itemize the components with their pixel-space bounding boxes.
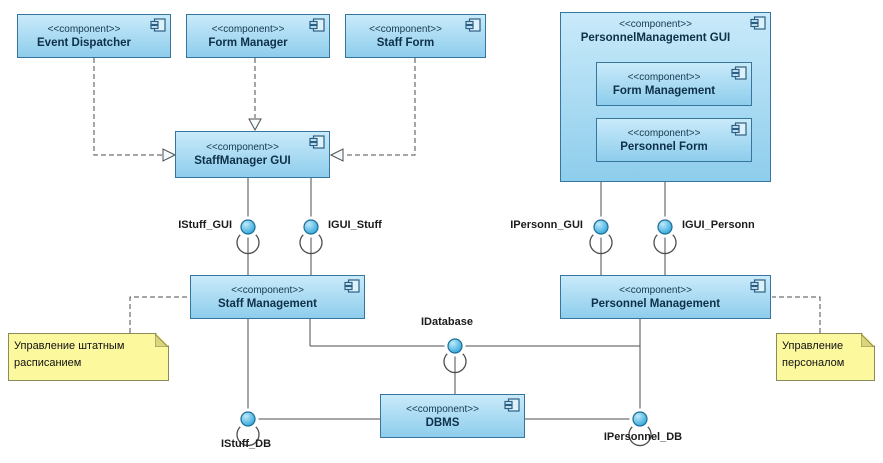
stereotype-label: <<component>> [619, 284, 692, 296]
stereotype-label: <<component>> [231, 284, 304, 296]
component-icon [750, 16, 766, 30]
stereotype-label: <<component>> [627, 71, 701, 83]
dependency-event-dispatcher [93, 58, 162, 156]
note-text: Управление штатным расписанием [14, 340, 125, 369]
stereotype-label: <<component>> [627, 127, 701, 139]
interface-label-igui-personn: IGUI_Personn [682, 219, 755, 231]
component-form-manager: <<component>> Form Manager [186, 14, 330, 58]
component-name: Personnel Management [590, 297, 721, 310]
component-name: DBMS [425, 416, 460, 429]
component-icon [150, 18, 166, 32]
note-staff-management: Управление штатным расписанием [8, 333, 169, 381]
stereotype-label: <<component>> [206, 142, 279, 153]
ball-istuff-db [240, 411, 256, 427]
dependency-staff-form [344, 58, 416, 156]
interface-label-istuff-gui: IStuff_GUI [178, 219, 232, 231]
interface-label-ipersonn-gui: IPersonn_GUI [510, 219, 583, 231]
ball-ipersonn-gui [593, 219, 609, 235]
component-name: Personnel Form [620, 140, 708, 153]
component-staff-management: <<component>> Staff Management [190, 275, 365, 319]
component-name: PersonnelManagement GUI [580, 32, 731, 44]
ball-igui-personn [657, 219, 673, 235]
stereotype-label: <<component>> [619, 19, 692, 30]
component-event-dispatcher: <<component>> Event Dispatcher [17, 14, 171, 58]
component-icon [750, 279, 766, 293]
component-name: Staff Management [217, 297, 318, 310]
component-name: Form Manager [208, 36, 288, 49]
stereotype-label: <<component>> [47, 23, 121, 35]
component-icon [465, 18, 481, 32]
component-name: Event Dispatcher [37, 36, 131, 49]
dependency-arrow-right-icon [329, 148, 344, 162]
note-personnel-management: Управление персоналом [776, 333, 875, 381]
interface-ipersonn-gui [589, 216, 613, 255]
interface-istuff-gui [236, 216, 260, 255]
interface-label-ipersonnel-db: IPersonnel_DB [603, 431, 683, 443]
interface-label-istuff-db: IStuff_DB [220, 438, 272, 450]
stereotype-label: <<component>> [369, 23, 442, 35]
interface-igui-personn [653, 216, 677, 255]
component-staff-form: <<component>> Staff Form [345, 14, 486, 58]
component-name: StaffManager GUI [194, 155, 291, 167]
component-form-management: <<component>> Form Management [596, 62, 752, 106]
interface-istuff-db [236, 408, 260, 447]
component-personnel-management: <<component>> Personnel Management [560, 275, 771, 319]
note-link-personnel [772, 296, 821, 333]
note-link-staff [129, 296, 189, 333]
interface-idatabase [443, 335, 467, 374]
dependency-arrow-down-icon [248, 118, 262, 132]
component-icon [309, 18, 325, 32]
component-staffmanager-gui: <<component>> StaffManager GUI [175, 131, 330, 178]
interface-ipersonnel-db [628, 408, 652, 447]
interface-label-igui-stuff: IGUI_Stuff [328, 219, 382, 231]
interface-label-idatabase: IDatabase [421, 316, 473, 328]
component-name: Staff Form [376, 36, 435, 49]
component-personnel-form: <<component>> Personnel Form [596, 118, 752, 162]
component-icon [731, 122, 747, 136]
note-text: Управление персоналом [782, 340, 845, 369]
ball-ipersonnel-db [632, 411, 648, 427]
component-icon [731, 66, 747, 80]
ball-istuff-gui [240, 219, 256, 235]
component-dbms: <<component>> DBMS [380, 394, 525, 438]
component-name: Form Management [612, 84, 716, 97]
stereotype-label: <<component>> [406, 403, 479, 415]
dependency-arrow-left-icon [162, 148, 177, 162]
ball-idatabase [447, 338, 463, 354]
stereotype-label: <<component>> [211, 23, 285, 35]
component-icon [309, 135, 325, 149]
note-fold-icon [861, 334, 874, 347]
component-icon [504, 398, 520, 412]
note-fold-icon [155, 334, 168, 347]
component-icon [344, 279, 360, 293]
ball-igui-stuff [303, 219, 319, 235]
interface-igui-stuff [299, 216, 323, 255]
